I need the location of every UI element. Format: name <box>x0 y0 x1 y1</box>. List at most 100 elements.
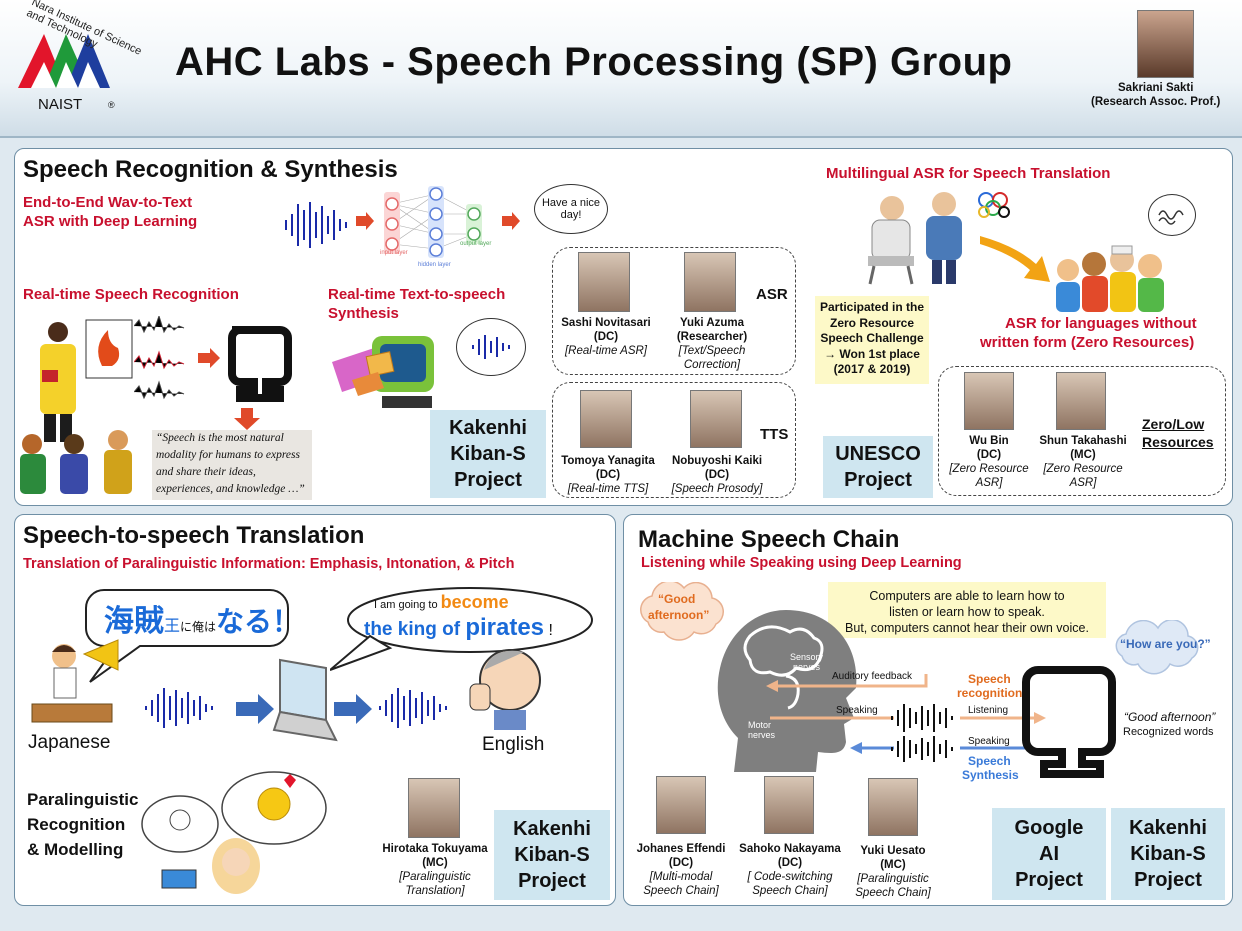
english-speaker-illustration <box>466 640 556 732</box>
person-yuki-uesato: Yuki Uesato (MC) [Paralinguistic Speech … <box>846 844 940 900</box>
chain-note-box <box>828 582 1106 638</box>
head-silhouette <box>716 606 866 772</box>
quote-box <box>152 430 312 500</box>
chain-note-text: Computers are able to learn how to liste… <box>828 588 1106 636</box>
blue-arrow-icon <box>334 694 372 724</box>
en-text-d: pirates <box>465 614 545 641</box>
realtime-asr-title: Real-time Speech Recognition <box>23 286 239 303</box>
arrow-right-icon <box>502 212 520 230</box>
zero-resource-text: Participated in the Zero Resource Speech… <box>815 300 929 378</box>
photo-hirotaka <box>408 778 460 838</box>
en-waveform <box>378 686 454 730</box>
para-title-2: Recognition <box>27 815 126 834</box>
tts-title-2: Synthesis <box>328 305 399 322</box>
chain-subtitle: Listening while Speaking using Deep Lear… <box>641 555 962 571</box>
logo-reg: ® <box>108 100 115 110</box>
arrow-right-icon <box>356 212 374 230</box>
good-afternoon-cloud <box>632 580 728 644</box>
person-desc-2: Speech Chain] <box>855 887 931 899</box>
zero-team-box <box>938 366 1226 496</box>
photo-nobuyoshi <box>690 390 742 448</box>
person-desc-2: Translation] <box>405 885 465 897</box>
jp-text-c: に俺は <box>180 620 217 634</box>
e2e-title-2: ASR with Deep Learning <box>23 213 198 230</box>
person-desc-2: Speech Chain] <box>643 885 719 897</box>
person-name: Nobuyoshi Kaiki <box>671 455 763 467</box>
photo-johanes <box>656 776 706 834</box>
person-desc: [Speech Prosody] <box>671 483 763 495</box>
person-name: Yuki Uesato <box>860 845 926 857</box>
en-text-b: become <box>440 592 509 612</box>
person-desc: [Paralinguistic <box>399 871 471 883</box>
person-name: Sashi Novitasari <box>561 317 651 329</box>
monitor-head-icon <box>222 322 292 406</box>
person-name: Shun Takahashi <box>1039 435 1127 447</box>
neural-network-icon <box>378 184 498 266</box>
person-desc: [Paralinguistic <box>857 873 929 885</box>
person-name: Wu Bin <box>969 435 1009 447</box>
avatar <box>1137 10 1194 78</box>
quote-line-4: experiences, and knowledge …” <box>156 483 305 495</box>
person-sashi: Sashi Novitasari (DC) [Real-time ASR] <box>556 316 656 358</box>
person-name: Hirotaka Tokuyama <box>382 843 488 855</box>
project-line: Project <box>1015 869 1083 891</box>
en-text-a: I am going to <box>374 599 441 611</box>
zero-line: (2017 & 2019) <box>833 362 911 376</box>
output-layer-label: output layer <box>460 241 492 247</box>
speech-synthesis-label-2: Synthesis <box>962 768 1019 782</box>
computer-illustration <box>332 322 450 420</box>
person-name: Tomoya Yanagita <box>561 455 655 467</box>
logo-abbr: NAIST <box>38 96 83 113</box>
good-afternoon-text-1: “Good <box>658 592 696 606</box>
en-text-c: the king of <box>364 619 466 640</box>
project-line: Google <box>1014 817 1084 839</box>
chain-waveform-top <box>890 702 954 734</box>
project-kakenhi-2: Kakenhi Kiban-S Project <box>494 810 610 900</box>
speaking-label-2: Speaking <box>968 736 1010 747</box>
person-role: (DC) <box>595 469 621 481</box>
project-line: Project <box>844 469 912 491</box>
zero-line: Zero Resource <box>829 315 915 330</box>
person-desc-2: ASR] <box>975 477 1003 489</box>
person-wu-bin: Wu Bin (DC) [Zero Resource ASR] <box>942 434 1036 490</box>
s2s-title: Speech-to-speech Translation <box>23 522 365 549</box>
good-afternoon-text-2: afternoon” <box>648 608 710 622</box>
children-group-illustration <box>1048 236 1172 316</box>
header <box>0 0 1242 138</box>
zero-resource-box <box>815 296 929 384</box>
monitor-head-icon <box>1022 660 1122 784</box>
japanese-speaker-illustration <box>28 634 128 726</box>
sensory-nerves-1: Sensory <box>790 652 824 662</box>
project-kakenhi-1: Kakenhi Kiban-S Project <box>430 410 546 498</box>
quote-line-1: “Speech is the most natural <box>156 432 284 444</box>
small-waveforms <box>133 314 194 406</box>
person-tomoya: Tomoya Yanagita (DC) [Real-time TTS] <box>556 454 660 496</box>
person-role: (MC) <box>1070 449 1096 461</box>
project-line: AI <box>1039 843 1059 865</box>
jp-waveform <box>144 686 220 730</box>
jp-text-b: 王 <box>164 618 181 635</box>
arrow-right-icon <box>198 348 220 368</box>
project-line: Kiban-S <box>1130 843 1206 865</box>
input-layer-label: input layer <box>380 250 408 256</box>
person-desc-2: Speech Chain] <box>752 885 828 897</box>
how-are-you-text: “How are you?” <box>1120 637 1211 651</box>
waveform-icon <box>282 200 352 250</box>
zerolow-label-2: Resources <box>1142 434 1214 450</box>
project-google-ai: Google AI Project <box>992 808 1106 900</box>
s2s-subtitle: Translation of Paralinguistic Informatio… <box>23 556 515 572</box>
lecture-illustration <box>18 318 158 496</box>
person-johanes: Johanes Effendi (DC) [Multi-modal Speech… <box>630 842 732 898</box>
english-label: English <box>482 734 545 755</box>
orange-arrow-icon <box>978 234 1050 284</box>
auditory-feedback-label: Auditory feedback <box>832 671 913 682</box>
person-desc: [Zero Resource <box>949 463 1029 475</box>
chain-title: Machine Speech Chain <box>638 526 900 553</box>
photo-yuki-uesato <box>868 778 918 836</box>
person-role: (DC) <box>976 449 1002 461</box>
jp-text-a: 海賊 <box>104 605 164 638</box>
project-line: Kiban-S <box>450 443 526 465</box>
naist-logo <box>4 4 124 116</box>
person-yuki-azuma: Yuki Azuma (Researcher) [Text/Speech Cor… <box>664 316 760 372</box>
speech-recognition-label-1: Speech <box>968 672 1011 686</box>
